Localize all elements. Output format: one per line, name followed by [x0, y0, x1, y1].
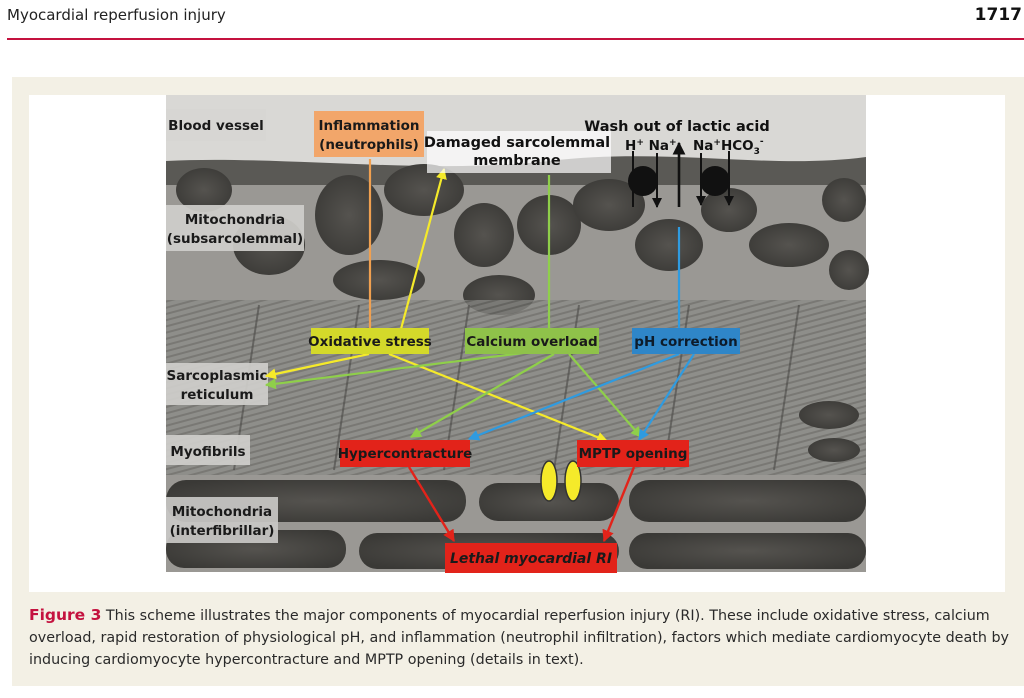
label-damaged-2: membrane: [473, 153, 561, 169]
label-damaged-1: Damaged sarcolemmal: [424, 135, 610, 151]
top-labels: Inflammation (neutrophils) Damaged sarco…: [314, 111, 770, 173]
box-calcium-overload: Calcium overload: [466, 334, 597, 350]
label-inflammation-1: Inflammation: [319, 118, 420, 134]
label-sr-1: Sarcoplasmic: [167, 368, 268, 384]
label-mito-int-2: (interfibrillar): [170, 523, 275, 539]
figure-image: Blood vessel Mitochondria (subsarcolemma…: [29, 95, 1005, 592]
label-mito-int-1: Mitochondria: [172, 504, 272, 520]
box-hypercontracture: Hypercontracture: [338, 446, 473, 462]
mptp-pore-icon: [540, 460, 582, 502]
running-title: Myocardial reperfusion injury: [7, 6, 226, 24]
box-mptp-opening: MPTP opening: [579, 446, 688, 462]
figure-caption: Figure 3 This scheme illustrates the maj…: [29, 604, 1014, 671]
label-mito-sub-1: Mitochondria: [185, 212, 285, 228]
label-blood-vessel: Blood vessel: [168, 118, 264, 134]
box-oxidative-stress: Oxidative stress: [308, 334, 432, 350]
caption-label: Figure 3: [29, 606, 102, 624]
pathway-arrows: [264, 141, 734, 543]
label-mito-sub-2: (subsarcolemmal): [167, 231, 303, 247]
label-washout: Wash out of lactic acid: [584, 119, 769, 135]
label-myofibrils: Myofibrils: [170, 444, 245, 460]
structure-labels: Blood vessel Mitochondria (subsarcolemma…: [166, 109, 304, 543]
label-inflammation-2: (neutrophils): [319, 137, 419, 153]
page-number: 1717: [974, 5, 1022, 25]
label-ions-right: Na+HCO3-: [693, 137, 764, 157]
box-lethal-ri: Lethal myocardial RI: [450, 551, 612, 567]
mechanism-boxes: Oxidative stress Calcium overload pH cor…: [308, 328, 740, 573]
label-sr-2: reticulum: [181, 387, 254, 403]
page-header: Myocardial reperfusion injury 1717: [0, 0, 1024, 40]
header-rule: [7, 38, 1024, 40]
box-ph-correction: pH correction: [634, 334, 737, 350]
caption-text: This scheme illustrates the major compon…: [29, 608, 1009, 668]
label-ions-left: H+ Na+: [625, 138, 677, 154]
figure-svg: Blood vessel Mitochondria (subsarcolemma…: [166, 95, 869, 573]
